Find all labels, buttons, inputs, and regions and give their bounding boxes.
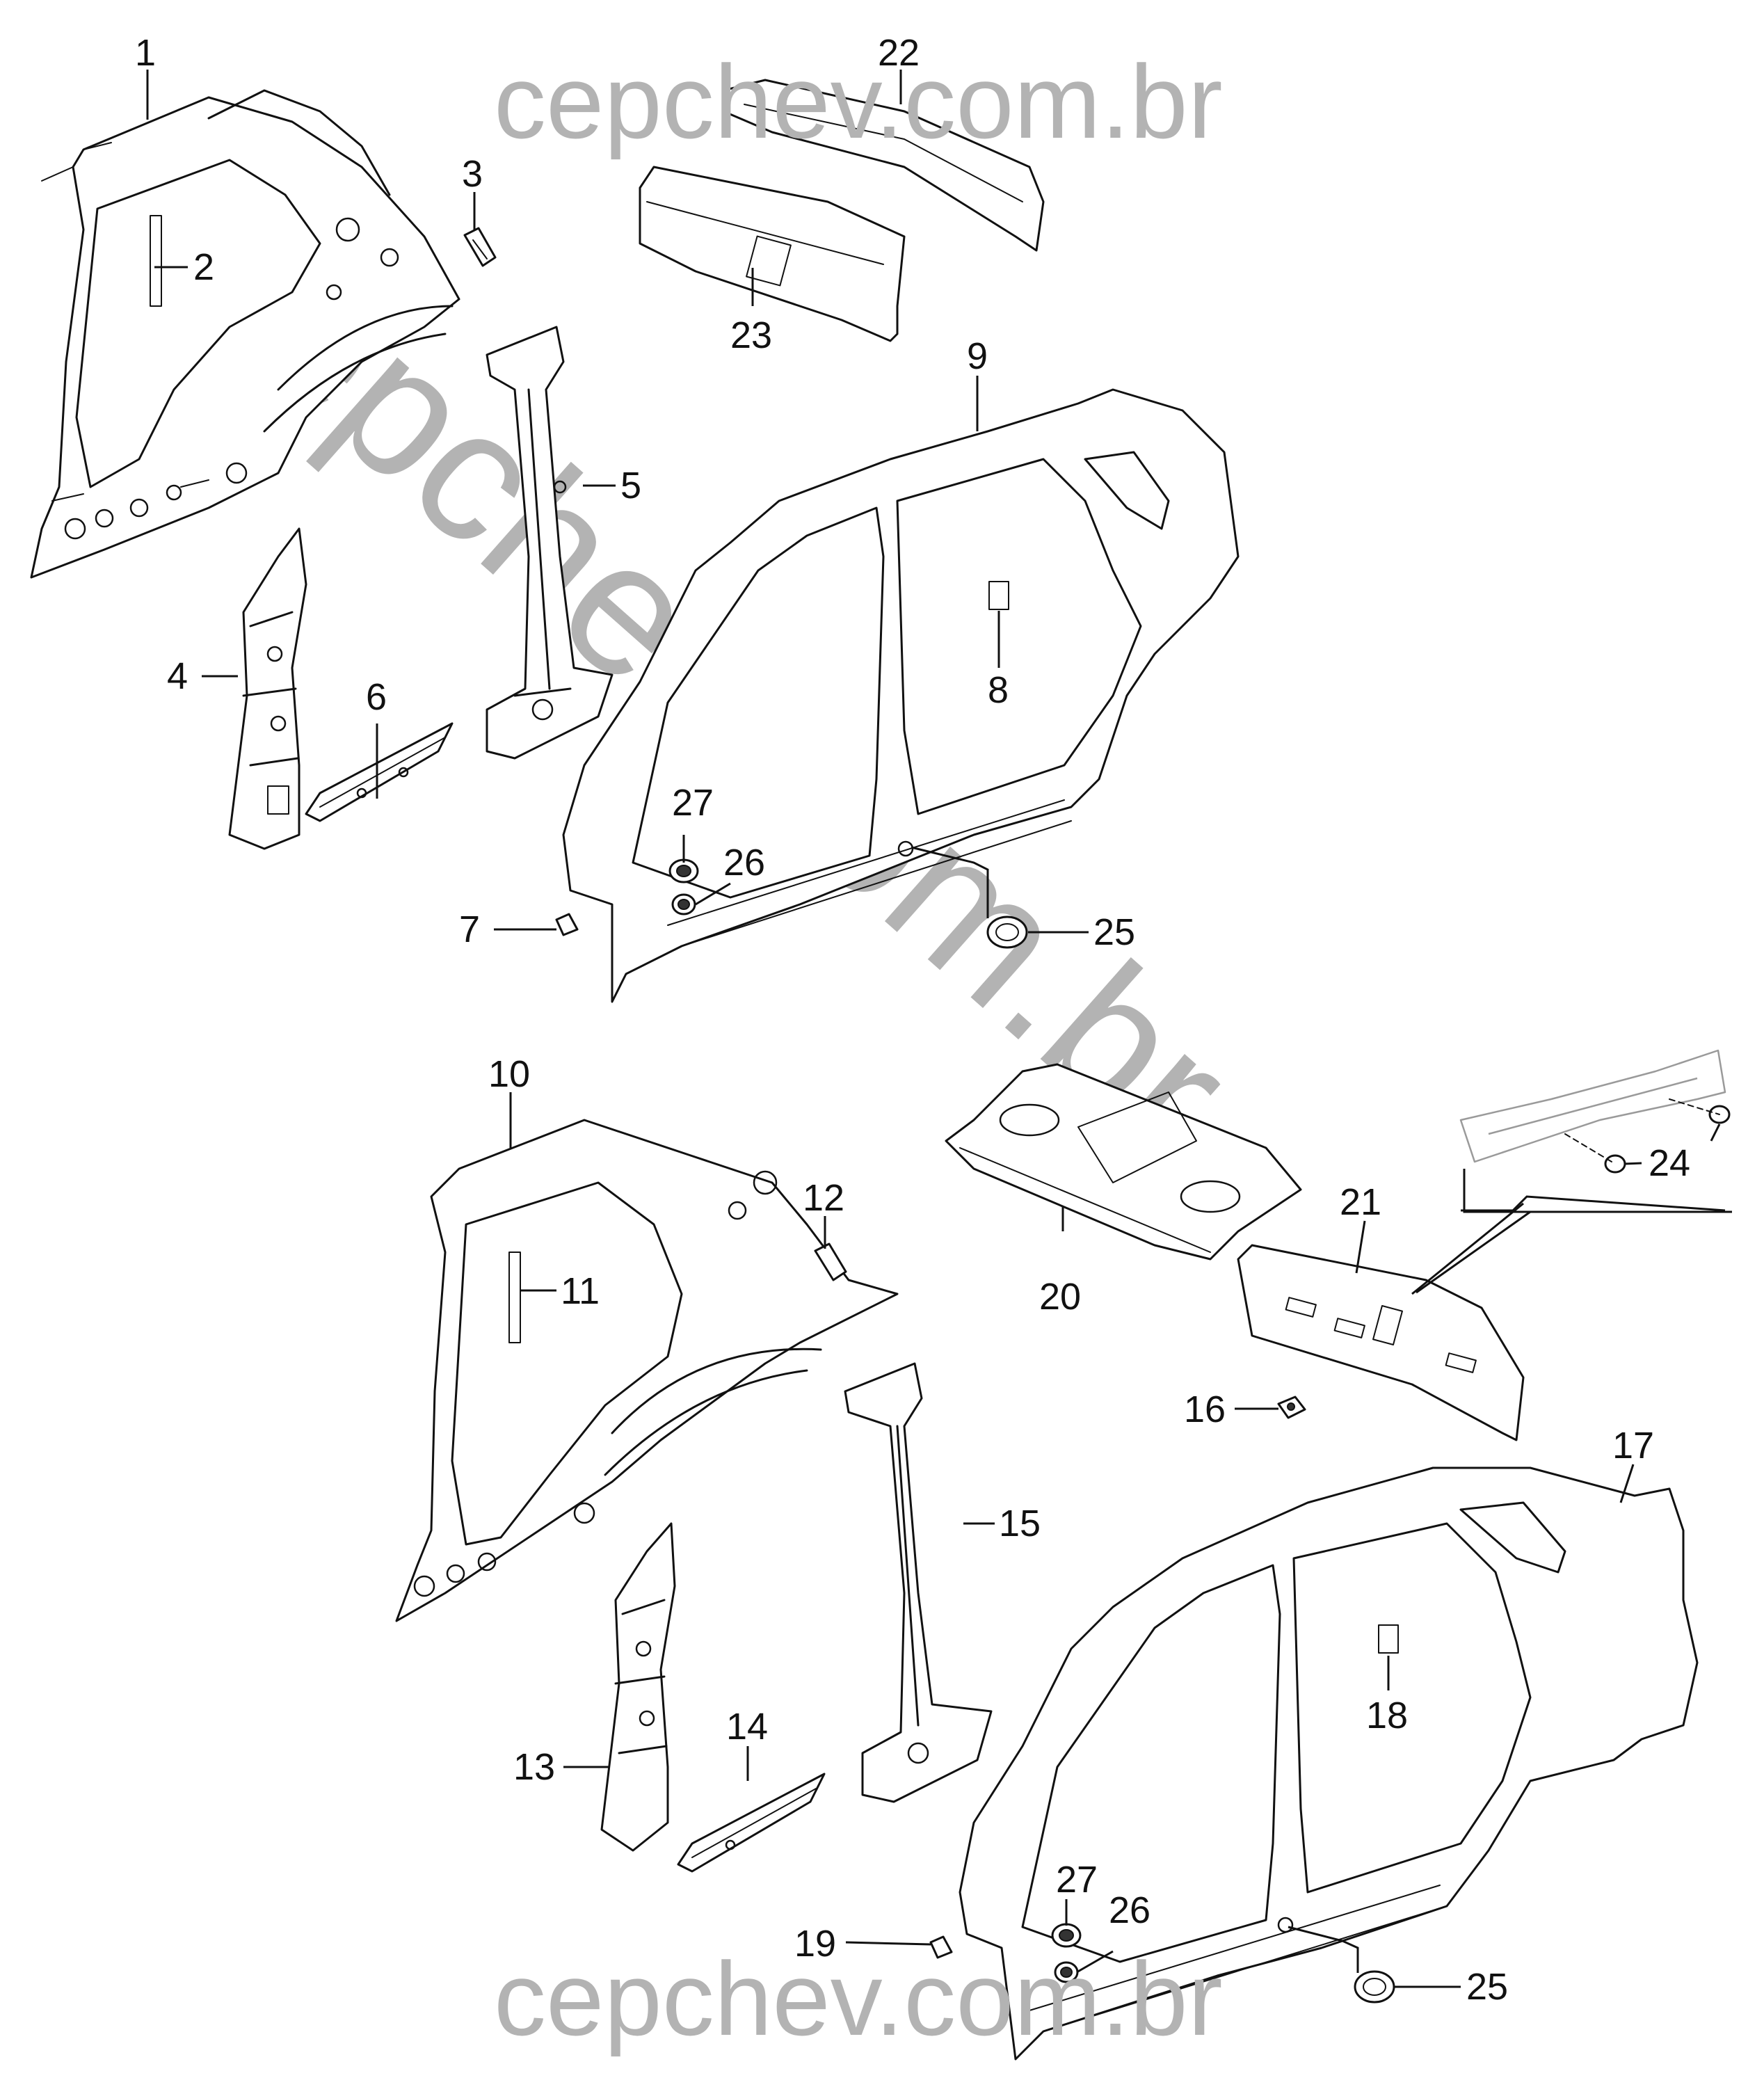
plugs-top — [668, 858, 1028, 949]
callout-23: 23 — [730, 314, 772, 356]
leader-lines — [146, 70, 1721, 1988]
part-9-outer-side-panel — [562, 388, 1240, 1003]
watermark-bottom: cepchev.com.br — [494, 1940, 1223, 2057]
callout-10: 10 — [488, 1053, 530, 1095]
callout-17: 17 — [1612, 1425, 1654, 1466]
callout-25-bottom: 25 — [1466, 1966, 1508, 2008]
part-3-reinforcement-patch — [463, 227, 497, 267]
callout-26-top: 26 — [723, 842, 765, 883]
callout-3: 3 — [462, 153, 483, 195]
part-1-inner-quarter-panel — [30, 89, 460, 579]
callout-9: 9 — [967, 335, 988, 377]
part-13-inner-pillar — [600, 1522, 676, 1852]
callout-12: 12 — [803, 1177, 844, 1219]
callout-18: 18 — [1366, 1695, 1408, 1736]
part-4-inner-pillar — [228, 527, 307, 850]
callout-19: 19 — [794, 1923, 836, 1965]
callout-16: 16 — [1184, 1389, 1226, 1430]
part-17-outer-side-panel — [959, 1466, 1699, 2061]
part-23-rear-panel — [639, 166, 906, 342]
callout-27-top: 27 — [672, 782, 714, 824]
watermark-top: cepchev.com.br — [494, 43, 1223, 160]
part-10-inner-quarter-panel — [395, 1119, 899, 1622]
callout-15: 15 — [999, 1503, 1041, 1544]
callout-6: 6 — [366, 676, 387, 718]
callout-1: 1 — [135, 32, 156, 74]
callout-22: 22 — [878, 32, 920, 74]
callout-8: 8 — [988, 669, 1009, 711]
part-14-sill-reinforcement — [677, 1773, 826, 1873]
callout-14: 14 — [726, 1706, 768, 1748]
part-20-parcel-shelf — [945, 1063, 1302, 1261]
part-5-b-pillar-reinforcement — [486, 326, 614, 760]
callout-4: 4 — [167, 655, 188, 697]
part-19-clip — [929, 1935, 953, 1959]
callout-labels: 1 2 3 4 5 6 7 8 9 10 11 12 13 14 15 16 1… — [135, 32, 1690, 2008]
part-6-sill-reinforcement — [305, 722, 454, 822]
callout-11: 11 — [561, 1270, 600, 1312]
part-21-rear-panel — [1237, 1244, 1525, 1441]
callout-5: 5 — [620, 465, 641, 506]
callout-13: 13 — [513, 1746, 555, 1788]
callout-26-bottom: 26 — [1109, 1889, 1150, 1931]
callout-2: 2 — [193, 246, 214, 288]
part-22-upper-cross-member — [722, 79, 1045, 252]
part-7-clip — [555, 913, 579, 936]
callout-24: 24 — [1649, 1142, 1690, 1184]
callout-25-top: 25 — [1093, 911, 1135, 953]
callout-21: 21 — [1340, 1181, 1381, 1223]
part-24-detail-inset — [1411, 1049, 1732, 1295]
callout-27-bottom: 27 — [1056, 1859, 1098, 1901]
callout-7: 7 — [459, 909, 480, 950]
callout-20: 20 — [1039, 1276, 1081, 1318]
part-15-b-pillar-reinforcement — [844, 1362, 993, 1803]
part-16-clip-nut — [1277, 1396, 1306, 1419]
plugs-bottom — [1051, 1923, 1395, 2004]
